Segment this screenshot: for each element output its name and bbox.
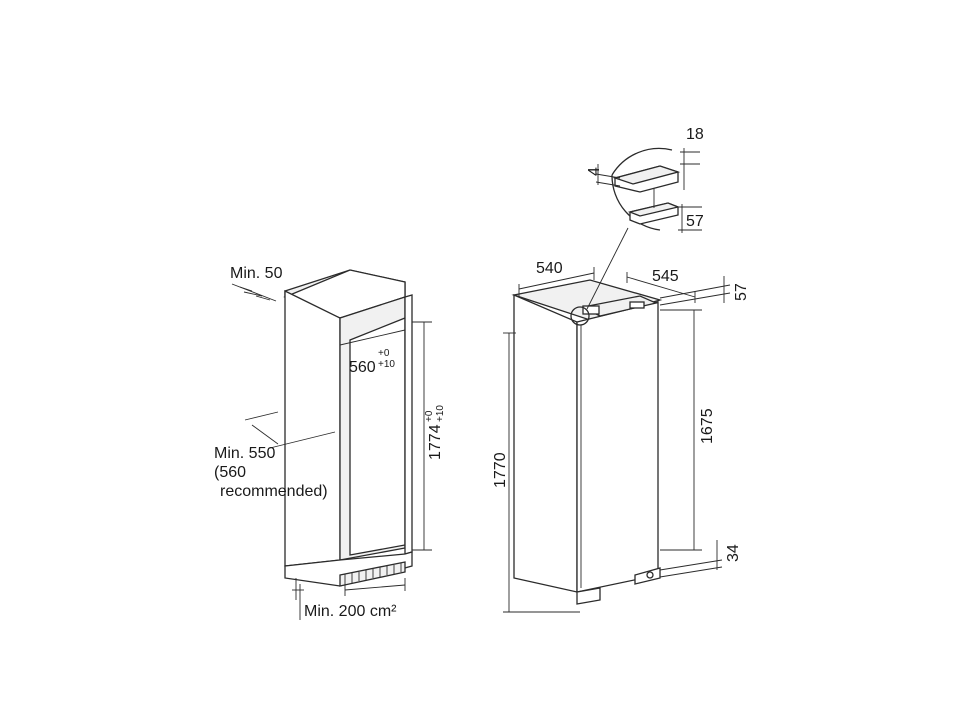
- label-min-depth-2: (560: [214, 464, 246, 481]
- detail-callout: [570, 227, 629, 326]
- label-detail-depth: 57: [686, 213, 704, 230]
- label-min-depth-1: Min. 550: [214, 445, 275, 462]
- dim-top-offset: [659, 276, 731, 306]
- dim-detail-gap: [595, 164, 621, 187]
- label-total-height: 1770: [492, 452, 509, 488]
- label-appliance-depth: 545: [652, 268, 679, 285]
- label-appliance-width: 540: [536, 260, 563, 277]
- label-detail-top: 18: [686, 126, 704, 143]
- dim-door-height: [660, 309, 702, 551]
- dim-bottom-offset: [659, 540, 723, 578]
- dim-total-height: [503, 332, 580, 613]
- label-niche-height: 1774: [427, 424, 444, 460]
- vent-grille: [344, 563, 402, 584]
- dim-detail-depth: [678, 204, 702, 233]
- dim-detail-top: [680, 148, 700, 190]
- label-niche-height-tol-lower: +10: [435, 405, 446, 422]
- dim-appliance-width: [518, 267, 595, 296]
- label-bottom-offset: 34: [725, 544, 742, 562]
- dim-vent-area: [292, 578, 406, 620]
- dim-niche-height: [412, 321, 432, 551]
- label-top-offset: 57: [733, 283, 750, 301]
- niche-cabinet: [283, 269, 413, 587]
- label-min-depth-3: recommended): [220, 483, 328, 500]
- label-vent-area: Min. 200 cm²: [304, 603, 397, 620]
- label-niche-width-tol-lower: +10: [378, 359, 395, 370]
- label-min-top-gap: Min. 50: [230, 265, 283, 282]
- label-niche-height-tol-upper: +0: [424, 410, 435, 422]
- label-door-height: 1675: [699, 408, 716, 444]
- detail-view: [611, 147, 681, 231]
- label-niche-width: 560: [349, 359, 376, 376]
- appliance-body: [511, 279, 663, 605]
- dim-niche-width: [339, 323, 406, 352]
- label-detail-gap: 4: [586, 167, 603, 176]
- label-niche-width-tol-upper: +0: [378, 348, 390, 359]
- dim-min-depth: [244, 411, 336, 449]
- dim-min-top-gap: [231, 283, 277, 302]
